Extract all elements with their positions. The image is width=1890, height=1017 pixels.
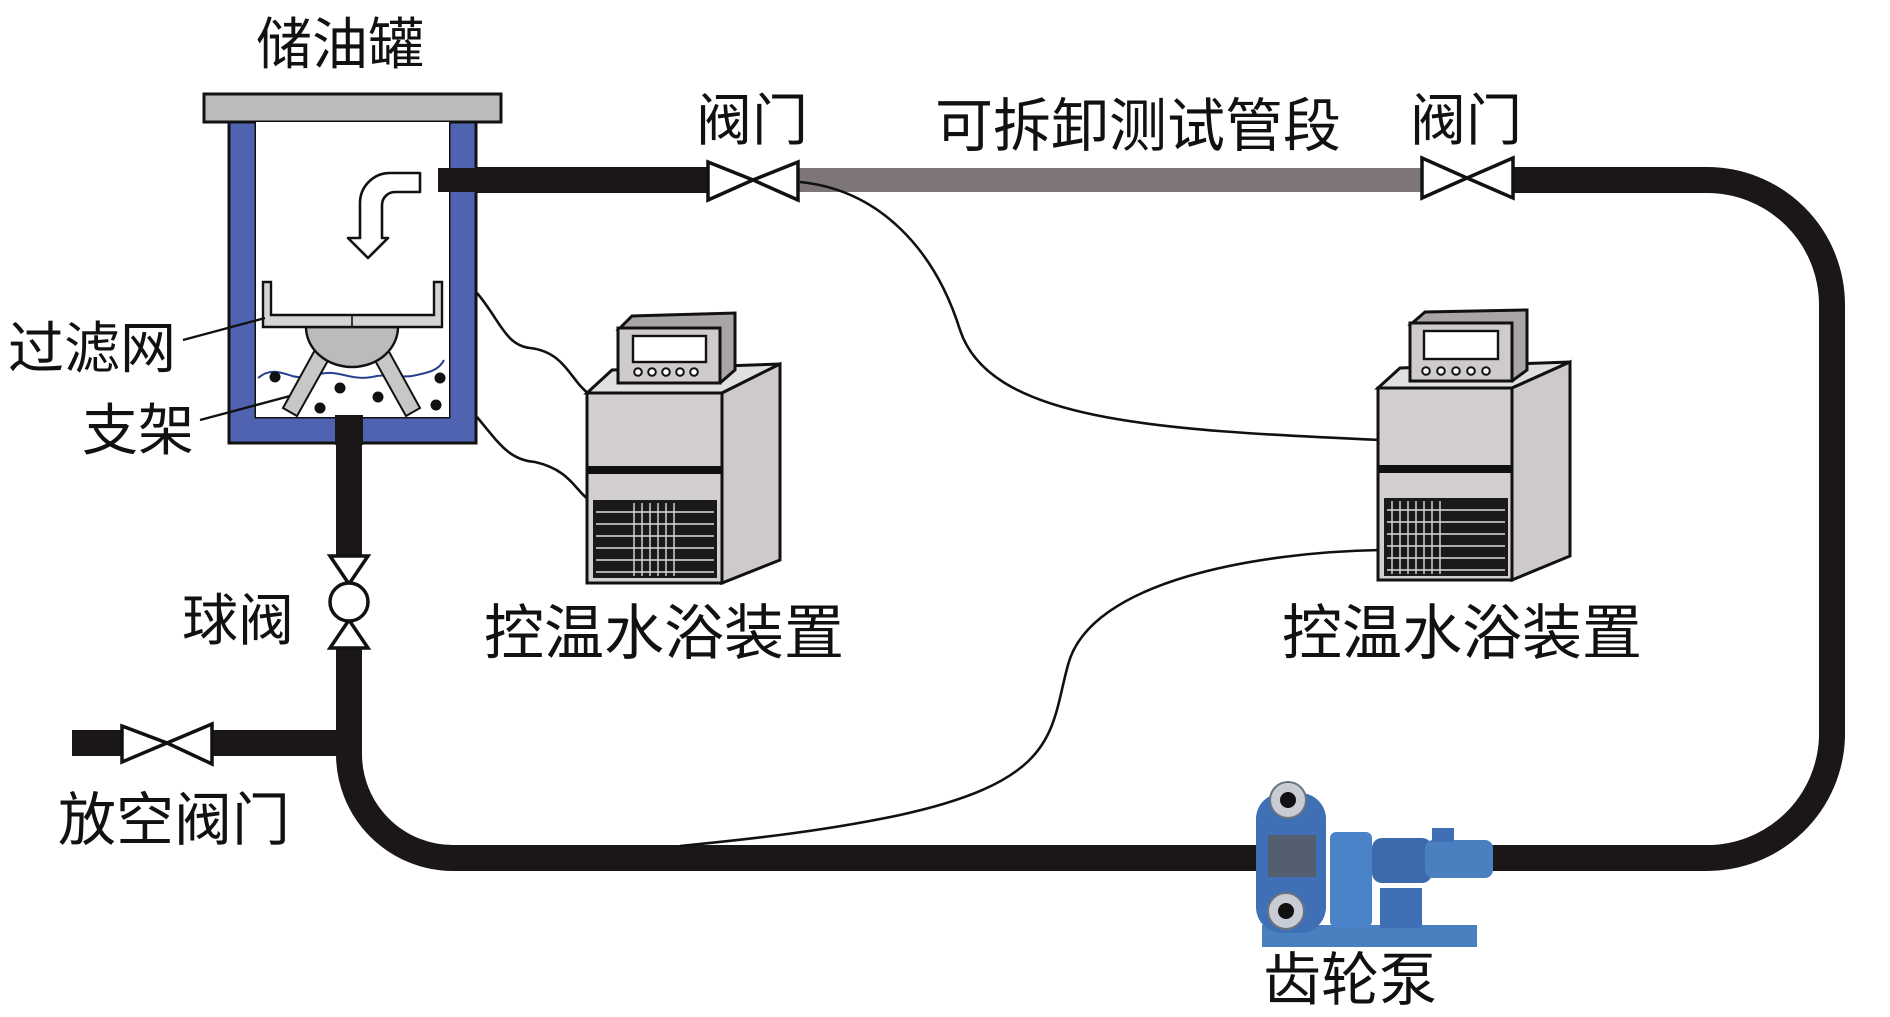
tank-inlet-pipe (438, 168, 478, 192)
pipe-pump-to-tank (336, 648, 1260, 871)
label-water-bath-1: 控温水浴装置 (484, 599, 844, 669)
wire-bath-2-to-bottom-pipe (679, 548, 1382, 848)
label-vent-valve: 放空阀门 (58, 786, 290, 854)
pipe-loop (72, 167, 1845, 871)
bath-1-buttons (633, 367, 699, 377)
wire-tank-to-bath-1-lower (475, 416, 590, 502)
tank-lid (202, 92, 503, 124)
label-support: 支架 (82, 399, 194, 464)
bath-1-side (720, 361, 782, 586)
oil-surface-line (257, 359, 445, 379)
label-storage-tank: 储油罐 (256, 13, 424, 78)
bath-1-grille-lines (596, 503, 714, 576)
pump-flange-top (1269, 781, 1307, 819)
pipe-valve-right-to-pump (1490, 167, 1845, 871)
filter-hemisphere (304, 325, 400, 369)
wire-test-section-to-bath-2 (799, 180, 1382, 442)
bath-2-grille-lines (1387, 501, 1505, 574)
bath-2-display (1422, 329, 1500, 361)
bath-2-side (1510, 359, 1572, 583)
label-valve-right: 阀门 (1410, 89, 1522, 154)
label-filter-screen: 过滤网 (8, 317, 176, 382)
bath-1-grille (593, 500, 717, 578)
gear-pump (1256, 781, 1493, 947)
leader-filter-screen (182, 316, 266, 342)
pump-motor (1425, 840, 1493, 878)
label-water-bath-2: 控温水浴装置 (1282, 599, 1642, 669)
pump-base (1262, 925, 1477, 947)
valve-right[interactable] (1420, 155, 1515, 201)
pump-gearbox (1372, 838, 1432, 883)
filter-screen (261, 280, 444, 329)
label-valve-left: 阀门 (696, 89, 808, 154)
valve-left[interactable] (706, 159, 800, 203)
vent-valve[interactable] (120, 721, 214, 767)
bath-2-grille (1384, 498, 1508, 576)
label-ball-valve: 球阀 (182, 589, 294, 654)
wires (475, 180, 1382, 848)
leader-support (199, 394, 291, 422)
water-bath-2 (1374, 308, 1572, 583)
water-bath-1 (583, 311, 782, 586)
ball-valve[interactable] (326, 554, 372, 650)
bath-1-display (631, 334, 708, 364)
particles (269, 371, 446, 414)
label-gear-pump: 齿轮泵 (1263, 946, 1437, 1014)
wire-tank-to-bath-1-upper (476, 292, 590, 396)
pump-coupling (1330, 832, 1372, 927)
bath-2-buttons (1421, 366, 1491, 376)
storage-tank (202, 92, 503, 445)
flow-arrow-icon (346, 171, 422, 260)
pump-flange-bottom (1267, 892, 1305, 930)
tank-outlet-pipe (335, 415, 363, 445)
label-test-section: 可拆卸测试管段 (935, 92, 1341, 160)
